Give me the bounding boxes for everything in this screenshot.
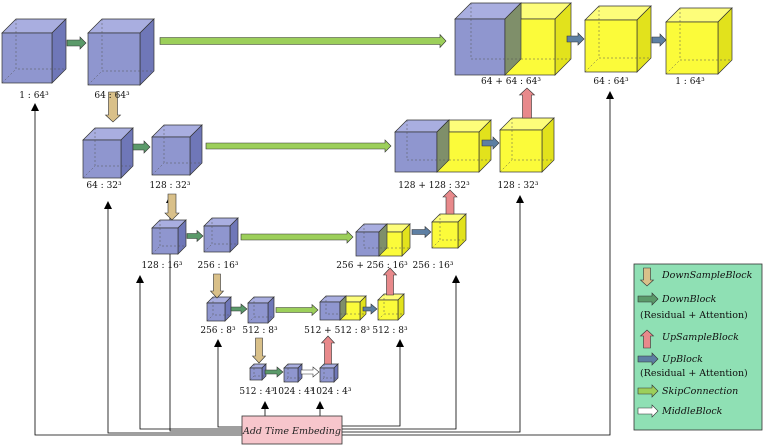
arrow-upsample-1 <box>320 335 336 365</box>
arrow-downblock-2 <box>132 140 151 154</box>
legend-upsample-label: UpSampleBlock <box>662 332 739 343</box>
arrow-upsample-4 <box>518 87 536 119</box>
arrow-upblock-1 <box>362 303 378 315</box>
label-enc-6: 256 : 16³ <box>198 261 239 271</box>
legend-downblock-sub: (Residual + Attention) <box>640 310 748 321</box>
arrow-middle-block <box>300 366 320 378</box>
cube-output <box>665 7 733 75</box>
time-embedding-label: Add Time Embeding <box>242 426 341 437</box>
arrow-upblock-4 <box>566 32 585 46</box>
label-mid-2: 1024 : 4³ <box>273 387 314 397</box>
arrow-upsample-2 <box>382 267 398 296</box>
legend-downsample-label: DownSampleBlock <box>661 270 753 281</box>
arrow-downblock-3 <box>186 229 204 243</box>
time-embedding-lines <box>31 91 614 436</box>
arrow-skip-32 <box>205 139 392 153</box>
label-mid-1: 512 : 4³ <box>239 387 275 397</box>
time-line-enc-3 <box>104 201 242 434</box>
arrow-skip-16 <box>240 230 354 244</box>
cube-dec-16-concat <box>355 223 411 257</box>
time-line-dec-64 <box>342 91 614 436</box>
arrow-downsample-4 <box>251 337 267 364</box>
label-mid-3: 1024 : 4³ <box>311 387 352 397</box>
time-line-enc-7 <box>214 339 242 428</box>
arrow-downsample-3 <box>209 273 225 299</box>
cube-dec-64 <box>584 5 652 73</box>
arrow-middle-down <box>264 366 284 378</box>
label-enc-4: 128 : 32³ <box>150 181 191 191</box>
arrow-upblock-5 <box>651 33 667 47</box>
cube-enc-1 <box>1 18 67 84</box>
cube-dec-32-concat <box>394 119 492 173</box>
arrow-downblock-4 <box>230 303 248 315</box>
time-line-dec-8 <box>342 339 404 427</box>
cube-mid-2 <box>283 363 303 383</box>
label-dec-8: 512 : 8³ <box>372 326 408 336</box>
cube-enc-8 <box>247 296 275 324</box>
arrow-skip-64 <box>159 33 447 49</box>
label-dec-16: 256 : 16³ <box>413 261 454 271</box>
label-enc-3: 64 : 32³ <box>86 181 122 191</box>
legend-upsample-icon <box>639 329 655 349</box>
legend-middle-label: MiddleBlock <box>661 406 723 417</box>
cube-enc-6 <box>203 217 239 253</box>
arrow-downsample-2 <box>164 193 180 221</box>
labels-layer: 1 : 64³ 64 : 64³ 64 : 32³ 128 : 32³ 128 … <box>19 77 705 397</box>
arrow-skip-8 <box>275 303 319 317</box>
cube-enc-2 <box>87 18 155 86</box>
label-enc-8: 512 : 8³ <box>242 326 278 336</box>
cube-enc-3 <box>82 127 134 179</box>
legend-middle-icon <box>637 404 659 418</box>
legend-downblock-icon <box>637 292 659 306</box>
label-dec-64-concat: 64 + 64 : 64³ <box>481 77 541 87</box>
legend-upblock-sub: (Residual + Attention) <box>640 368 748 379</box>
cube-dec-16 <box>431 213 467 249</box>
label-dec-8-concat: 512 + 512 : 8³ <box>304 326 370 336</box>
legend-skip-icon <box>637 384 659 398</box>
cubes-layer <box>1 2 733 383</box>
label-enc-5: 128 : 16³ <box>142 261 183 271</box>
arrow-upblock-3 <box>481 136 500 150</box>
label-dec-64: 64 : 64³ <box>593 77 629 87</box>
legend: DownSampleBlock DownBlock (Residual + At… <box>633 263 763 431</box>
time-line-enc-4 <box>166 195 242 432</box>
arrows-layer <box>66 32 667 378</box>
label-dec-16-concat: 256 + 256 : 16³ <box>336 261 408 271</box>
label-dec-32: 128 : 32³ <box>498 181 539 191</box>
legend-skip-label: SkipConnection <box>662 386 738 397</box>
label-dec-32-concat: 128 + 128 : 32³ <box>398 181 470 191</box>
label-enc-7: 256 : 8³ <box>200 326 236 336</box>
time-line-enc-5 <box>136 275 242 430</box>
label-enc-1: 1 : 64³ <box>19 91 49 101</box>
label-output: 1 : 64³ <box>675 77 705 87</box>
legend-upblock-label: UpBlock <box>662 354 703 365</box>
cube-enc-4 <box>151 124 203 176</box>
arrow-downsample-1 <box>104 91 122 123</box>
cube-mid-3 <box>319 363 339 383</box>
arrow-downblock-1 <box>66 36 87 50</box>
legend-downblock-label: DownBlock <box>661 294 717 305</box>
cube-mid-1 <box>249 363 267 381</box>
time-line-enc-1 <box>31 103 242 436</box>
cube-dec-32 <box>499 117 555 173</box>
label-enc-2: 64 : 64³ <box>94 91 130 101</box>
cube-dec-8 <box>377 293 405 321</box>
time-line-dec-32 <box>342 195 524 433</box>
arrow-upblock-2 <box>411 225 432 239</box>
cube-enc-7 <box>206 296 232 322</box>
legend-upblock-icon <box>637 352 659 366</box>
cube-enc-5 <box>151 219 187 255</box>
time-line-dec-16 <box>342 275 460 430</box>
arrow-upsample-3 <box>442 189 458 215</box>
cube-dec-64-concat <box>454 2 572 76</box>
time-embedding-box: Add Time Embeding <box>241 415 343 445</box>
legend-downsample-icon <box>639 267 655 287</box>
cube-dec-8-concat <box>319 295 367 321</box>
